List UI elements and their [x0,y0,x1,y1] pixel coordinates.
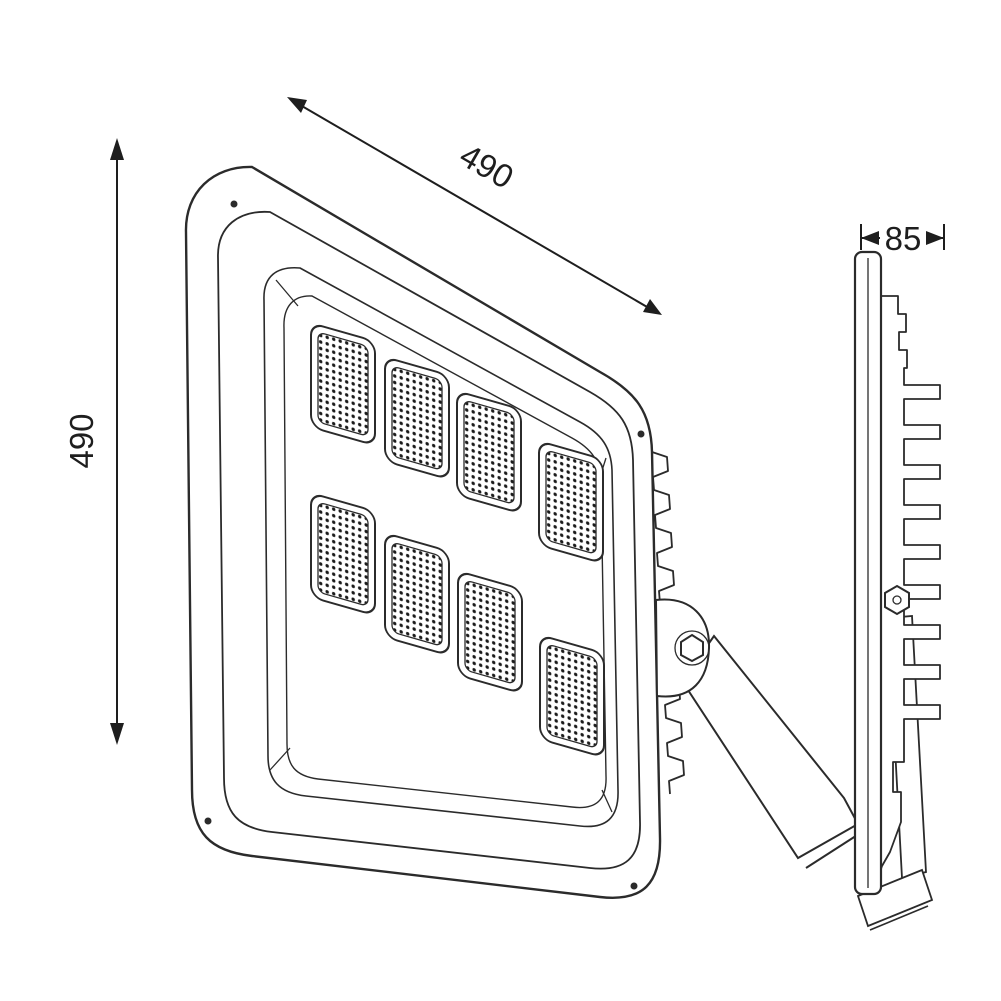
depth-dimension [860,224,945,250]
led-module [383,531,451,657]
side-bolt-center [892,595,902,605]
led-module [309,491,377,617]
led-module [309,321,377,447]
side-hex-bolt-icon [884,584,910,616]
hex-bolt-icon [680,633,704,663]
led-module [538,633,606,759]
pivot-boss [674,630,710,666]
screw-icon [637,430,645,438]
screw-icon [204,817,212,825]
arrowhead-down-icon [110,723,124,745]
height-dimension-label: 490 [63,413,100,468]
bracket-foot [805,831,863,869]
screw-icon [630,882,638,890]
depth-dimension-label: 85 [885,220,922,257]
arrowhead-upleft-icon [287,97,307,113]
side-heatsink-body [879,295,941,873]
led-module [383,355,451,481]
led-module [537,439,605,565]
arrowhead-up-icon [110,138,124,160]
bracket-arm [686,634,860,860]
mounting-bracket [654,598,863,869]
arrowhead-downright-icon [643,299,662,315]
arrowhead-right-icon [926,231,944,245]
width-dimension-label: 490 [454,136,520,196]
front-view [184,165,863,899]
width-dimension [287,97,662,315]
led-module [456,569,524,695]
side-foot-baseline [869,905,929,931]
corner-screws [204,200,645,890]
screw-icon [230,200,238,208]
height-dimension [110,138,124,745]
side-view [853,250,941,931]
led-module [455,389,523,515]
side-bracket-foot [856,868,934,928]
arrowhead-left-icon [861,231,879,245]
